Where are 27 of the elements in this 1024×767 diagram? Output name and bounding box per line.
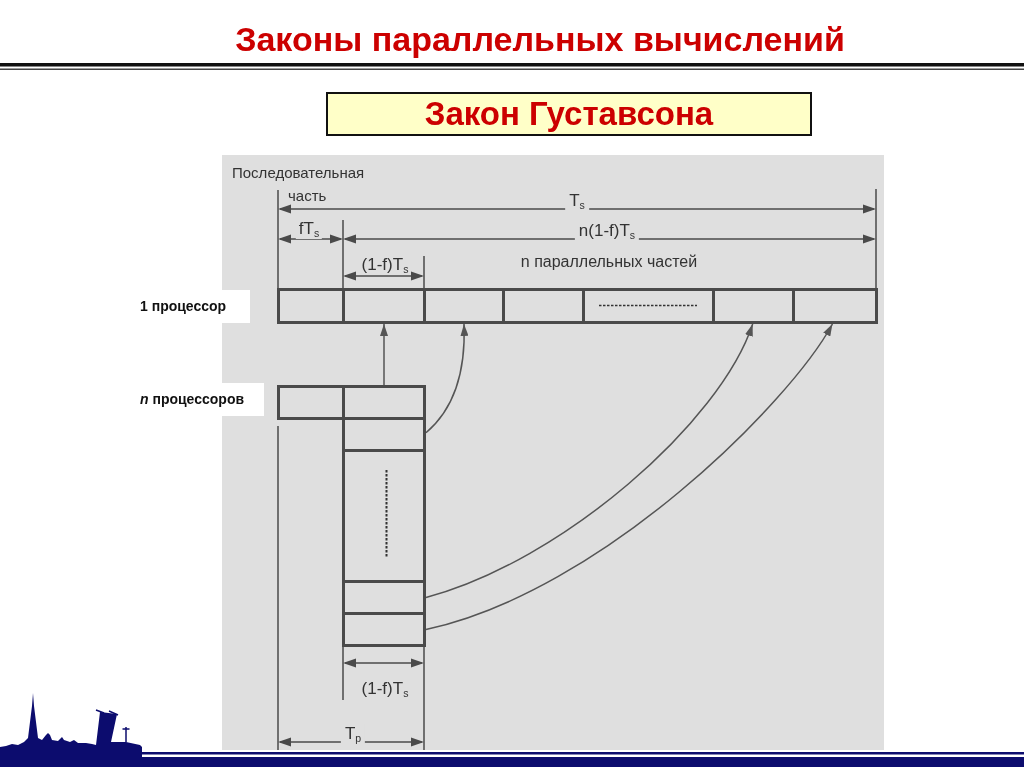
time-slot-box [342, 288, 426, 324]
time-slot-box [277, 288, 345, 324]
time-slot-box [423, 288, 505, 324]
time-slot-box [342, 385, 426, 420]
dimension-label: (1-f)T$_{s}$ [361, 679, 409, 699]
dimension-label: fT$_{s}$ [295, 219, 323, 239]
subtitle-banner: Закон Густавсона [326, 92, 812, 136]
time-slot-box [342, 417, 426, 452]
arrow [380, 323, 388, 386]
time-slot-box [582, 288, 715, 324]
time-slot-box [277, 385, 345, 420]
section-label: Последовательная часть [232, 163, 366, 206]
slide-title: Законы параллельных вычислений [235, 20, 845, 59]
curved-arrow [425, 323, 754, 599]
time-slot-box [342, 449, 426, 583]
time-slot-box [792, 288, 878, 324]
dimension-label: (1-f)T$_{s}$ [359, 255, 411, 275]
curved-arrow [425, 323, 834, 631]
time-slot-box [342, 612, 426, 647]
time-slot-box [342, 580, 426, 615]
curved-arrow [425, 323, 469, 434]
time-slot-box [712, 288, 795, 324]
dimension-label: T$_{p}$ [340, 724, 366, 744]
section-label: n параллельных частей [520, 253, 698, 271]
dimension-label: n(1-f)T$_{s}$ [574, 221, 640, 241]
time-slot-box [502, 288, 585, 324]
dimension-label: T$_{s}$ [565, 191, 589, 211]
